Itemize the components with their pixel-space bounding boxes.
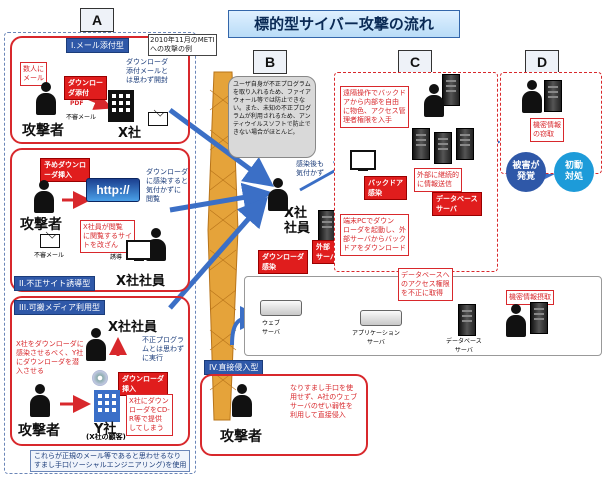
app-server-icon — [360, 310, 402, 326]
panel-mail-attachment — [10, 36, 190, 144]
internal-server-2-icon — [434, 132, 452, 164]
company-y-sublabel: (X社の顧客) — [86, 433, 126, 441]
panel-portable-media-header: III.可搬メディア利用型 — [14, 300, 106, 315]
attacker-c-icon — [424, 84, 444, 118]
db-server-direct-label: データベース サーバ — [446, 338, 482, 354]
stage-label-d: D — [525, 50, 559, 74]
exfil-server-icon — [544, 80, 562, 112]
employee-pc-icon — [126, 240, 152, 261]
mail-envelope-icon — [148, 112, 168, 126]
terminal-download-note: 端末PCでダウン ローダを起動し、外 部サーバからバック ドアをダウンロード — [340, 214, 409, 256]
lure-label: 誘導 — [110, 254, 123, 261]
panel-site-lure — [10, 148, 190, 292]
suspicious-mail-label: 不審メール — [66, 114, 97, 121]
initial-response-badge: 初動 対処 — [554, 152, 594, 192]
spoof-free-note: なりすまし手口を使 用せず、A社のウェブ サーバのぜい弱性を 利用して直接侵入 — [290, 384, 358, 419]
company-y-label: Y社 — [94, 422, 117, 437]
pdf-label: PDF — [70, 100, 84, 107]
direct-intrusion-header: IV.直接侵入型 — [204, 360, 264, 375]
downloader-insert-tag: ダウンローダ 挿入 — [118, 372, 168, 396]
run-unaware-note: 不正プログラ ムとは思わず に実行 — [142, 336, 184, 362]
db-server-direct-icon — [458, 304, 476, 336]
infect-y-corp-note: X社をダウンローダに 感染させるべく、Y社 にダウンローダを潜 入させる — [16, 340, 84, 375]
attacker-label-2: 攻撃者 — [20, 217, 62, 233]
steal-info-note: 機密情報 の窃取 — [530, 118, 564, 142]
internal-server-3-icon — [456, 128, 474, 160]
diagram-title: 標的型サイバー攻撃の流れ — [228, 10, 460, 38]
db-access-note: データベースへ のアクセス権限 を不正に取得 — [398, 268, 453, 301]
attacker-d-icon — [522, 80, 542, 114]
firewall-note-text: ユーザ自身が不正プログラムを取り入れるため、ファイアウォール等では防止できない。… — [233, 81, 312, 136]
direct-intrusion-panel — [200, 374, 368, 456]
attacker-label-3: 攻撃者 — [18, 423, 60, 439]
malicious-site-banner: http:// — [86, 178, 140, 202]
exfil-server-direct-icon — [530, 302, 548, 334]
suspicious-mail-label-2: 不審メール — [34, 252, 65, 259]
infect-unaware-note: ダウンローダ に感染すると 気付かずに 閲覧 — [146, 168, 188, 203]
http-url: http:// — [96, 183, 130, 197]
employee-label: X社社員 — [116, 274, 166, 289]
employee-label-3: X社社員 — [108, 320, 158, 335]
employee-x-label: X社 社員 — [284, 206, 311, 236]
attacker-direct-icon — [232, 384, 252, 418]
stage-label-b: B — [253, 50, 287, 74]
mail-to-several-tag: 数人に メール — [20, 62, 47, 86]
stage-label-c: C — [398, 50, 432, 74]
web-server-label: ウェブ サーバ — [262, 320, 281, 336]
firewall-note-bubble: ユーザ自身が不正プログラムを取り入れるため、ファイアウォール等では防止できない。… — [228, 76, 316, 158]
compromised-pc-icon — [350, 150, 376, 171]
social-engineering-note: これらが正規のメール等であると思わせるなり すまし手口(ソーシャルエンジニアリン… — [30, 450, 191, 472]
web-server-icon — [260, 300, 302, 316]
employee-x-icon — [268, 178, 288, 212]
app-server-label: アプリケーション サーバ — [352, 330, 400, 346]
employee-icon-3 — [86, 328, 106, 362]
site-tamper-note: X社員が閲覧 に関覧するサイ トを改ざん — [80, 220, 135, 253]
damage-discovered-badge: 被害が 発覚 — [506, 152, 546, 192]
attacker-icon — [36, 82, 56, 116]
downloader-infect-tag: ダウンローダ 感染 — [258, 250, 308, 274]
stage-label-a: A — [80, 8, 114, 32]
company-x-label: X社 — [118, 126, 142, 141]
panel-portable-media — [10, 296, 190, 446]
download-attach-tag: ダウンロー ダ添付 — [64, 76, 107, 100]
attacker-icon-2 — [34, 180, 54, 214]
panel-mail-attachment-header: I.メール添付型 — [66, 38, 129, 53]
remote-control-note: 遠隔操作でバックド アから内部を自由 に物色、アクセス管 理者権限を入手 — [340, 86, 409, 128]
cd-disc-icon — [92, 370, 108, 386]
y-corp-provides-note: X社にダウン ローダをCD- R等で提供 してしまう — [126, 394, 173, 436]
attacker-direct-label: 攻撃者 — [220, 429, 262, 445]
db-server-top-icon — [442, 74, 460, 106]
unaware-note: 感染後も 気付かず — [296, 160, 324, 177]
backdoor-infect-tag: バックドア 感染 — [364, 176, 407, 200]
db-server-label-c: データベース サーバ — [432, 192, 482, 216]
mail-envelope-icon-2 — [40, 234, 60, 248]
attacker-icon-3 — [30, 384, 50, 418]
attacker-direct-exfil-icon — [506, 304, 526, 338]
attacker-label: 攻撃者 — [22, 123, 64, 139]
internal-server-1-icon — [412, 128, 430, 160]
meti-note: 2010年11月のMETI への攻撃の例 — [148, 34, 217, 56]
pre-insert-downloader-tag: 予めダウンロ ーダ挿入 — [40, 158, 90, 182]
company-x-building-icon — [108, 90, 134, 122]
company-y-building-icon — [94, 390, 120, 422]
continuous-leak-note: 外部に継続的 に情報送信 — [414, 168, 462, 192]
panel-site-lure-header: II.不正サイト誘導型 — [14, 276, 96, 291]
dl-attachment-note: ダウンローダ 添付メールと は思わず開封 — [126, 58, 168, 84]
